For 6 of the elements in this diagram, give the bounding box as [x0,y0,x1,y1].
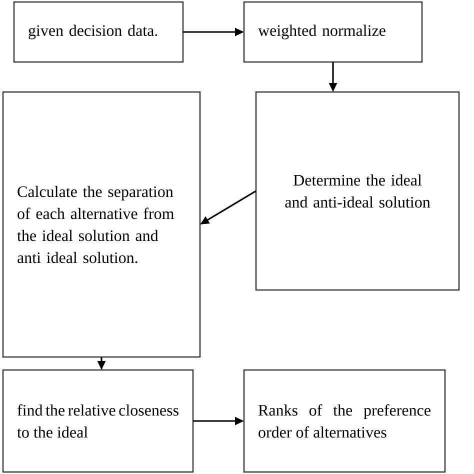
process-box: find the relative closeness to the ideal [2,370,194,472]
process-box: Calculate the separation of each alternative from the ideal solution and anti ideal solution. [2,92,200,358]
process-box: Ranks of the preference order of alternatives [244,370,446,472]
process-box: Determine the ideal and anti-ideal solution [256,92,460,290]
process-box: given decision data. [14,2,184,62]
process-box: weighted normalize [244,2,422,62]
